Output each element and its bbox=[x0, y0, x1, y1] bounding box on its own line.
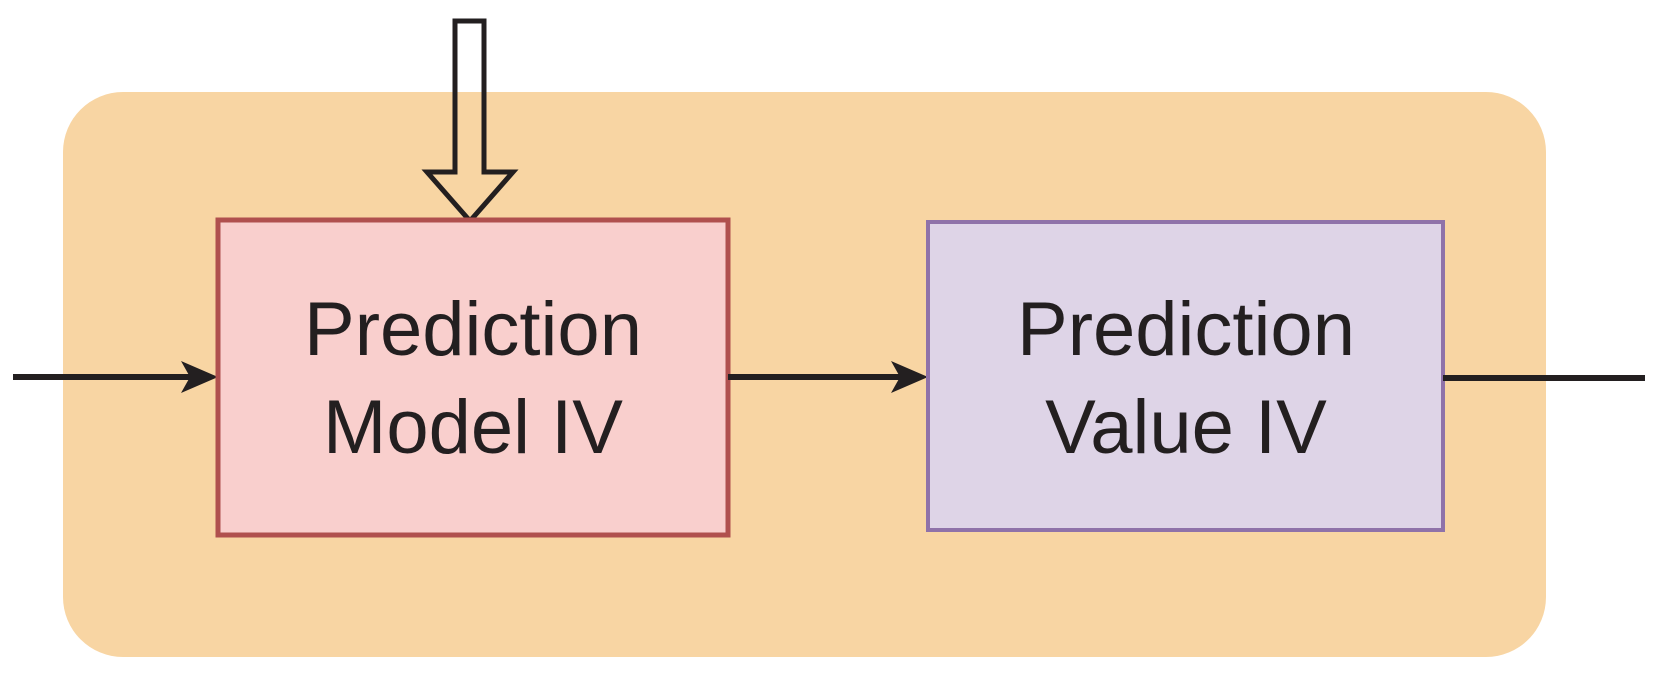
input-arrowhead-icon bbox=[181, 361, 218, 393]
node-prediction-value-label-line1: Prediction bbox=[1017, 287, 1355, 372]
node-prediction-model-label-line2: Model IV bbox=[323, 385, 623, 470]
model-to-value-arrowhead-icon bbox=[891, 361, 928, 393]
top-hollow-arrow-icon bbox=[421, 18, 519, 225]
node-prediction-value-label-line2: Value IV bbox=[1045, 385, 1327, 470]
node-prediction-model-label-line1: Prediction bbox=[304, 287, 642, 372]
node-prediction-value bbox=[926, 220, 1445, 532]
node-prediction-model bbox=[215, 217, 731, 538]
